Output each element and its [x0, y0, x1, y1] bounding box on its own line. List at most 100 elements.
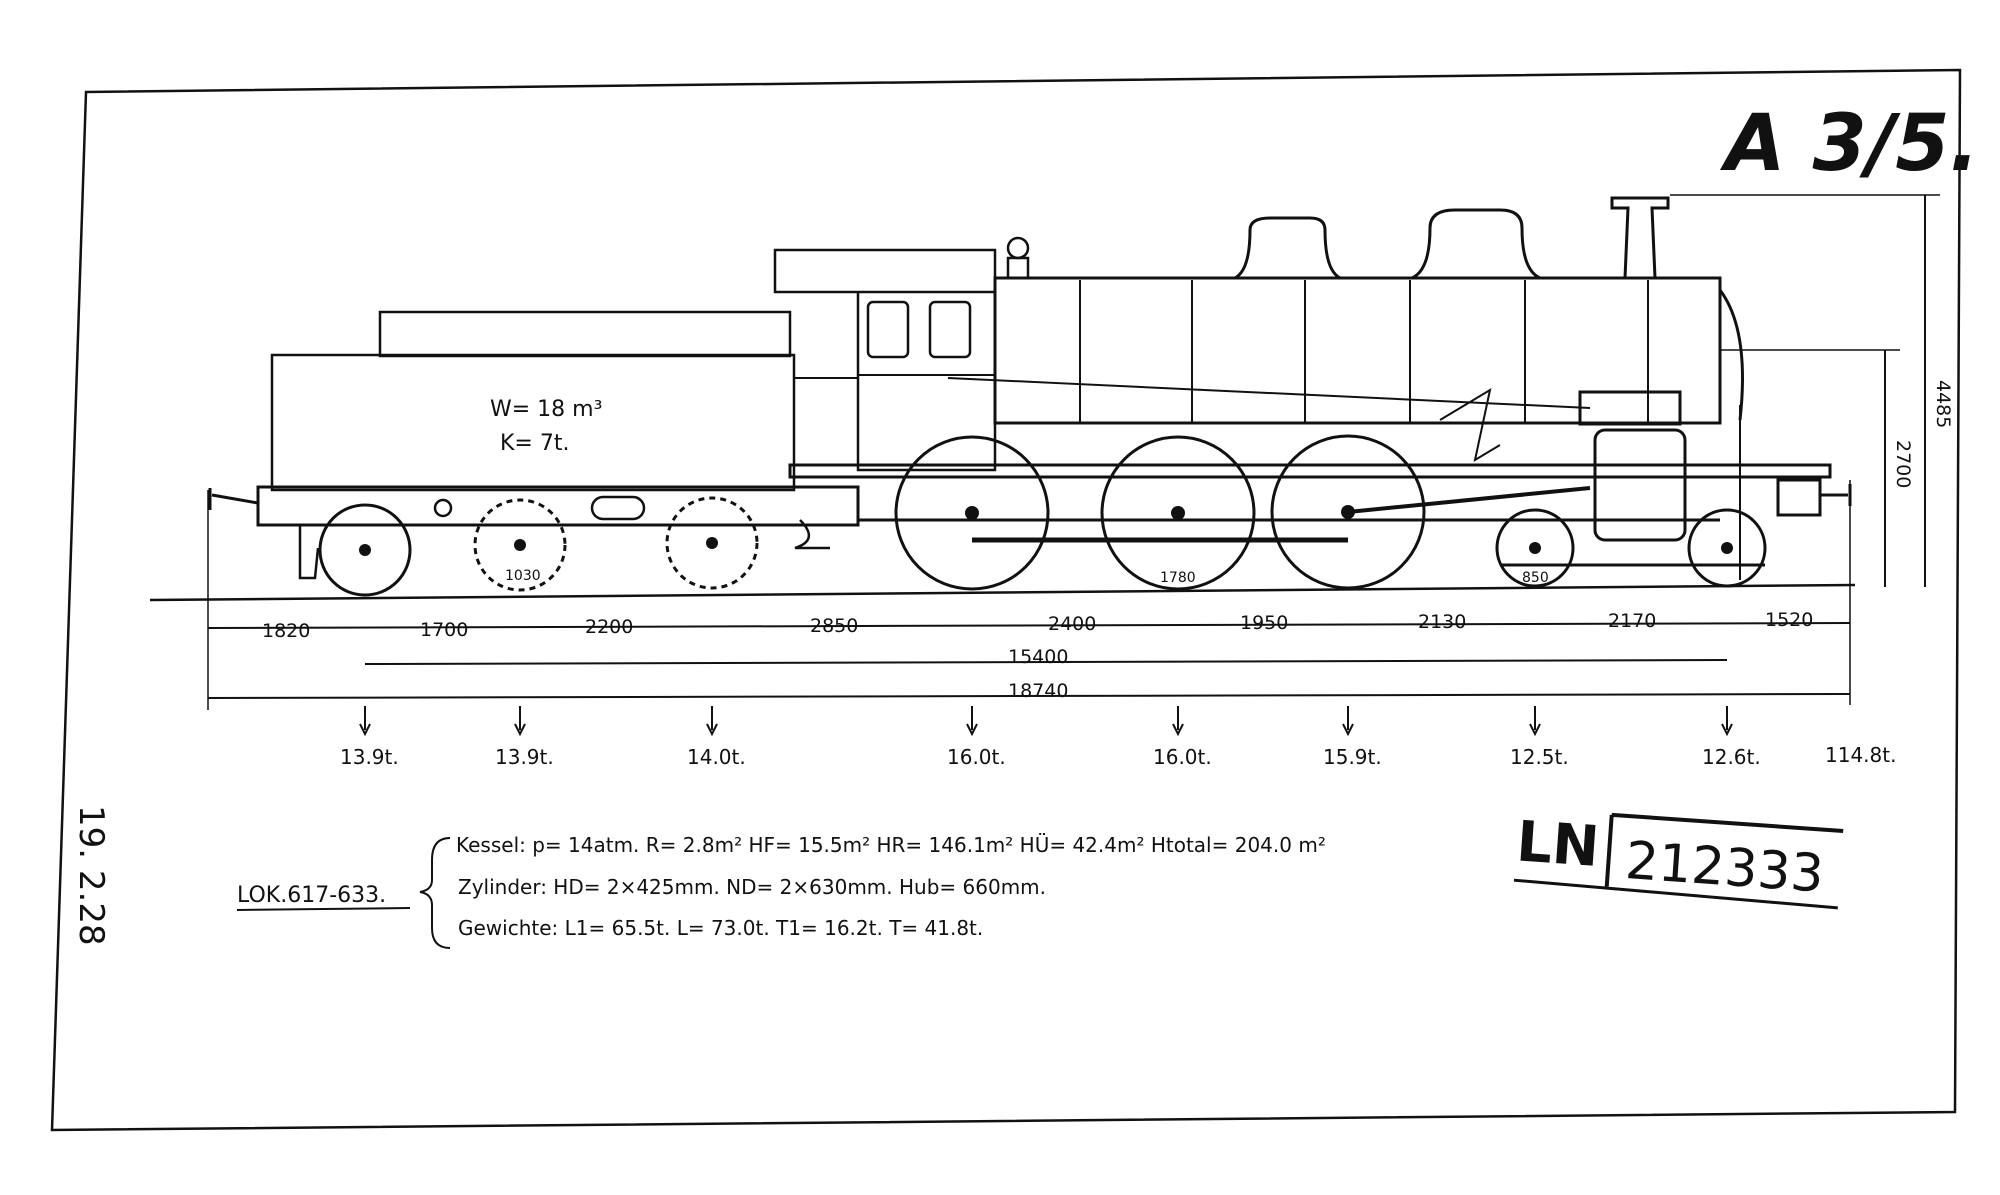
sheet-border [50, 68, 1962, 1132]
total-weight: 114.8t. [1825, 743, 1896, 767]
side-note: 19. 2.28 [71, 805, 111, 946]
spacing-label: 2400 [1048, 613, 1096, 635]
tender-axle-2 [514, 539, 526, 551]
tender-buffer [211, 493, 259, 505]
smokebox-door [1718, 289, 1744, 421]
axle-load-label: 14.0t. [687, 745, 746, 769]
wheels: 1030 1780 850 [318, 434, 1767, 597]
axle-load-arrowhead [1172, 723, 1184, 737]
locomotive [773, 196, 1852, 580]
driving-wheel-2 [1100, 435, 1256, 591]
tender-axle-3 [706, 537, 718, 549]
tender-guard [298, 525, 320, 580]
overall-dim-line [207, 693, 1851, 699]
axle-load-arrowhead [966, 723, 978, 737]
axle-load-label: 16.0t. [947, 745, 1006, 769]
axle-load-arrowhead [1721, 723, 1733, 737]
axle-load-arrowhead [514, 723, 526, 737]
spacing-label: 2200 [585, 616, 633, 638]
driving-axle-2 [1171, 506, 1185, 520]
bogie-wheel-2 [1687, 508, 1767, 588]
wheelbase-label: 15400 [1008, 646, 1068, 668]
tender-rivet [433, 498, 453, 518]
stamp-number: 212333 [1623, 831, 1825, 905]
bogie-axle-2 [1721, 542, 1733, 554]
spec-kessel: Kessel: p= 14atm. R= 2.8m² HF= 15.5m² HR… [456, 833, 1326, 857]
running-board [788, 463, 1832, 479]
spec-gewichte: Gewichte: L1= 65.5t. L= 73.0t. T1= 16.2t… [458, 916, 983, 940]
stamp-prefix: LN [1514, 809, 1601, 880]
spacing-label: 1820 [262, 620, 310, 642]
steam-dome-rear [1234, 216, 1341, 280]
axle-load-label: 15.9t. [1323, 745, 1382, 769]
smokebox-saddle [1578, 390, 1682, 426]
tender-wheel-1 [318, 503, 412, 597]
driving-wheel-3 [1270, 434, 1426, 590]
tender-coal-top [378, 310, 792, 358]
axle-load-label: 13.9t. [340, 745, 399, 769]
cab-body [856, 292, 997, 472]
axle-load-arrowhead [1342, 723, 1354, 737]
dimension-lines [207, 194, 1940, 710]
front-buffer-beam [1776, 478, 1822, 517]
tender-oval-plate [590, 495, 646, 521]
cylinder [1593, 428, 1687, 542]
tender-wheel-diameter: 1030 [505, 568, 541, 584]
tender-wheel-3 [665, 496, 759, 590]
spec-zylinder: Zylinder: HD= 2×425mm. ND= 2×630mm. Hub=… [458, 875, 1046, 899]
axle-load-label: 12.5t. [1510, 745, 1569, 769]
spacing-label: 2850 [810, 615, 858, 637]
loco-numbers: LOK.617-633. [237, 883, 386, 908]
spacing-labels: 1820 1700 2200 2850 2400 1950 2130 2170 … [262, 609, 1813, 642]
loco-numbers-underline [236, 907, 411, 911]
tender-axle-1 [359, 544, 371, 556]
stamp-top-rule [1611, 812, 1844, 834]
boiler [993, 276, 1722, 425]
chimney [1610, 196, 1670, 279]
axle-loads: 13.9t. 13.9t. 14.0t. 16.0t. 16.0t. 15.9t. 12.5… [340, 706, 1761, 769]
tender: W= 18 m³ K= 7t. [208, 310, 860, 580]
archive-stamp: LN 212333 [1513, 809, 1844, 910]
stamp-bottom-rule [1513, 878, 1838, 910]
driving-axle-1 [965, 506, 979, 520]
cab-window-right [928, 300, 972, 359]
class-title: A 3/5. [1719, 99, 1979, 189]
cab-window-left [866, 300, 910, 359]
reversing-rod [947, 377, 1591, 409]
height-boiler-label: 2700 [1892, 440, 1914, 488]
wheelbase-dim-line [364, 659, 1728, 665]
valve-gear-link [1439, 387, 1501, 463]
spacing-label: 1520 [1765, 609, 1813, 631]
bogie-wheel-diameter: 850 [1522, 570, 1549, 586]
overall-length-label: 18740 [1008, 680, 1068, 702]
whistle [1006, 236, 1030, 260]
axle-load-arrowhead [706, 723, 718, 737]
safety-valve [1006, 256, 1030, 280]
axle-load-label: 13.9t. [495, 745, 554, 769]
tender-step [794, 519, 830, 550]
axle-load-label: 16.0t. [1153, 745, 1212, 769]
spacing-label: 1950 [1240, 612, 1288, 634]
driving-wheel-diameter: 1780 [1160, 570, 1196, 586]
tender-wheel-2 [473, 498, 567, 592]
axle-load-arrowhead [1529, 723, 1541, 737]
tender-coal-label: K= 7t. [500, 431, 569, 456]
stamp-divider [1604, 814, 1614, 887]
spacing-label: 2130 [1418, 611, 1466, 633]
driving-wheel-1 [894, 435, 1050, 591]
tender-water-label: W= 18 m³ [490, 397, 602, 422]
tender-frame [256, 485, 860, 527]
spec-brace [419, 837, 451, 949]
cab-roof [773, 248, 997, 294]
spacing-dim-line [207, 622, 1851, 629]
rail-line [149, 583, 1856, 602]
bogie-axle-1 [1529, 542, 1541, 554]
steam-dome-front [1411, 208, 1541, 280]
tender-tank [270, 353, 796, 492]
main-rod [1347, 486, 1591, 514]
bogie-wheel-1 [1495, 508, 1575, 588]
axle-load-label: 12.6t. [1702, 745, 1761, 769]
height-total-label: 4485 [1932, 380, 1954, 428]
